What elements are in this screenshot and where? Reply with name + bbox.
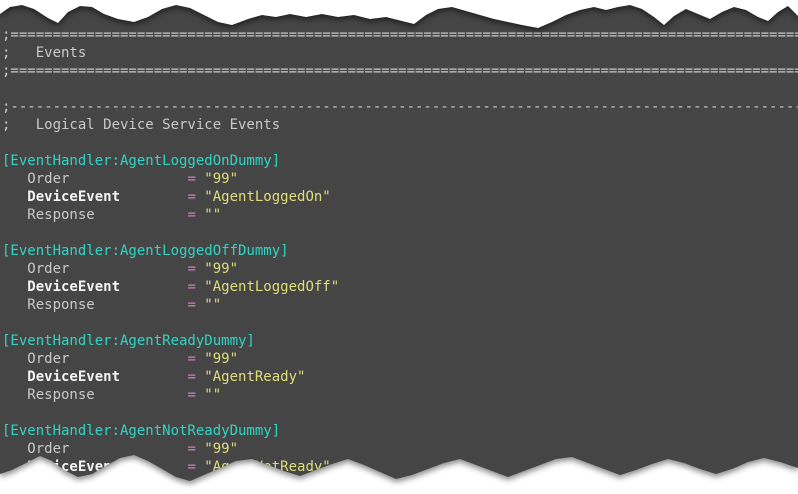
config-token-equals: =	[187, 279, 205, 295]
config-token-equals: =	[187, 207, 205, 223]
config-line: DeviceEvent = "AgentNotReady"	[2, 458, 798, 476]
config-line: ;=======================================…	[2, 62, 798, 80]
config-line: Order = "99"	[2, 440, 798, 458]
config-token-equals: =	[187, 441, 205, 457]
config-token-equals: =	[187, 171, 205, 187]
config-token-comment: ;=======================================…	[2, 63, 798, 79]
config-token-value: ""	[204, 207, 222, 223]
config-line: [EventHandler:AgentNotReadyDummy]	[2, 422, 798, 440]
config-line	[2, 80, 798, 98]
config-token-comment: ;=======================================…	[2, 27, 798, 43]
config-token-key: Order	[2, 261, 188, 277]
config-line: Response = ""	[2, 476, 798, 493]
torn-edge-top-paper	[0, 0, 798, 28]
config-token-value: "99"	[204, 261, 239, 277]
config-token-key: Response	[2, 297, 188, 313]
config-token-key: Order	[2, 171, 188, 187]
config-token-section: [EventHandler:AgentLoggedOnDummy]	[2, 153, 281, 169]
config-token-key_bold: DeviceEvent	[2, 279, 188, 295]
config-line: Response = ""	[2, 206, 798, 224]
config-line	[2, 134, 798, 152]
config-token-equals: =	[187, 261, 205, 277]
config-line: Response = ""	[2, 386, 798, 404]
config-line: Order = "99"	[2, 350, 798, 368]
config-line: Order = "99"	[2, 260, 798, 278]
config-token-equals: =	[187, 351, 205, 367]
config-token-value: ""	[204, 297, 222, 313]
config-line: DeviceEvent = "AgentLoggedOn"	[2, 188, 798, 206]
config-token-value: "AgentNotReady"	[204, 459, 331, 475]
config-line: Response = ""	[2, 296, 798, 314]
config-token-equals: =	[187, 189, 205, 205]
config-token-key_bold: DeviceEvent	[2, 369, 188, 385]
config-token-equals: =	[187, 459, 205, 475]
config-token-key_bold: DeviceEvent	[2, 189, 188, 205]
config-line: Order = "99"	[2, 170, 798, 188]
config-token-equals: =	[187, 297, 205, 313]
config-line: [EventHandler:AgentLoggedOffDummy]	[2, 242, 798, 260]
config-token-section: [EventHandler:AgentReadyDummy]	[2, 333, 255, 349]
config-line: [EventHandler:AgentLoggedOnDummy]	[2, 152, 798, 170]
config-line: DeviceEvent = "AgentReady"	[2, 368, 798, 386]
config-token-equals: =	[187, 387, 205, 403]
config-token-value: ""	[204, 387, 222, 403]
config-line: DeviceEvent = "AgentLoggedOff"	[2, 278, 798, 296]
config-token-key_bold: DeviceEvent	[2, 459, 188, 475]
config-token-section: [EventHandler:AgentNotReadyDummy]	[2, 423, 281, 439]
config-token-section: [EventHandler:AgentLoggedOffDummy]	[2, 243, 289, 259]
config-token-value: "AgentReady"	[204, 369, 306, 385]
config-token-value: "99"	[204, 351, 239, 367]
torn-edge-top	[0, 0, 798, 34]
config-token-value: "99"	[204, 441, 239, 457]
config-line: ; Logical Device Service Events	[2, 116, 798, 134]
config-token-equals: =	[187, 369, 205, 385]
config-token-equals: =	[187, 477, 205, 493]
config-line: ;---------------------------------------…	[2, 98, 798, 116]
config-token-value: "AgentLoggedOff"	[204, 279, 340, 295]
config-token-value: "AgentLoggedOn"	[204, 189, 331, 205]
config-token-key: Order	[2, 351, 188, 367]
config-token-value: "99"	[204, 171, 239, 187]
config-line: ; Events	[2, 44, 798, 62]
config-token-comment: ; Logical Device Service Events	[2, 117, 281, 133]
config-token-key: Order	[2, 441, 188, 457]
config-token-comment: ;---------------------------------------…	[2, 99, 798, 115]
config-token-comment: ; Events	[2, 45, 87, 61]
config-line	[2, 224, 798, 242]
config-line: [EventHandler:AgentReadyDummy]	[2, 332, 798, 350]
config-line	[2, 314, 798, 332]
config-line	[2, 404, 798, 422]
config-token-key: Response	[2, 207, 188, 223]
config-token-key: Response	[2, 387, 188, 403]
config-line: ;=======================================…	[2, 26, 798, 44]
